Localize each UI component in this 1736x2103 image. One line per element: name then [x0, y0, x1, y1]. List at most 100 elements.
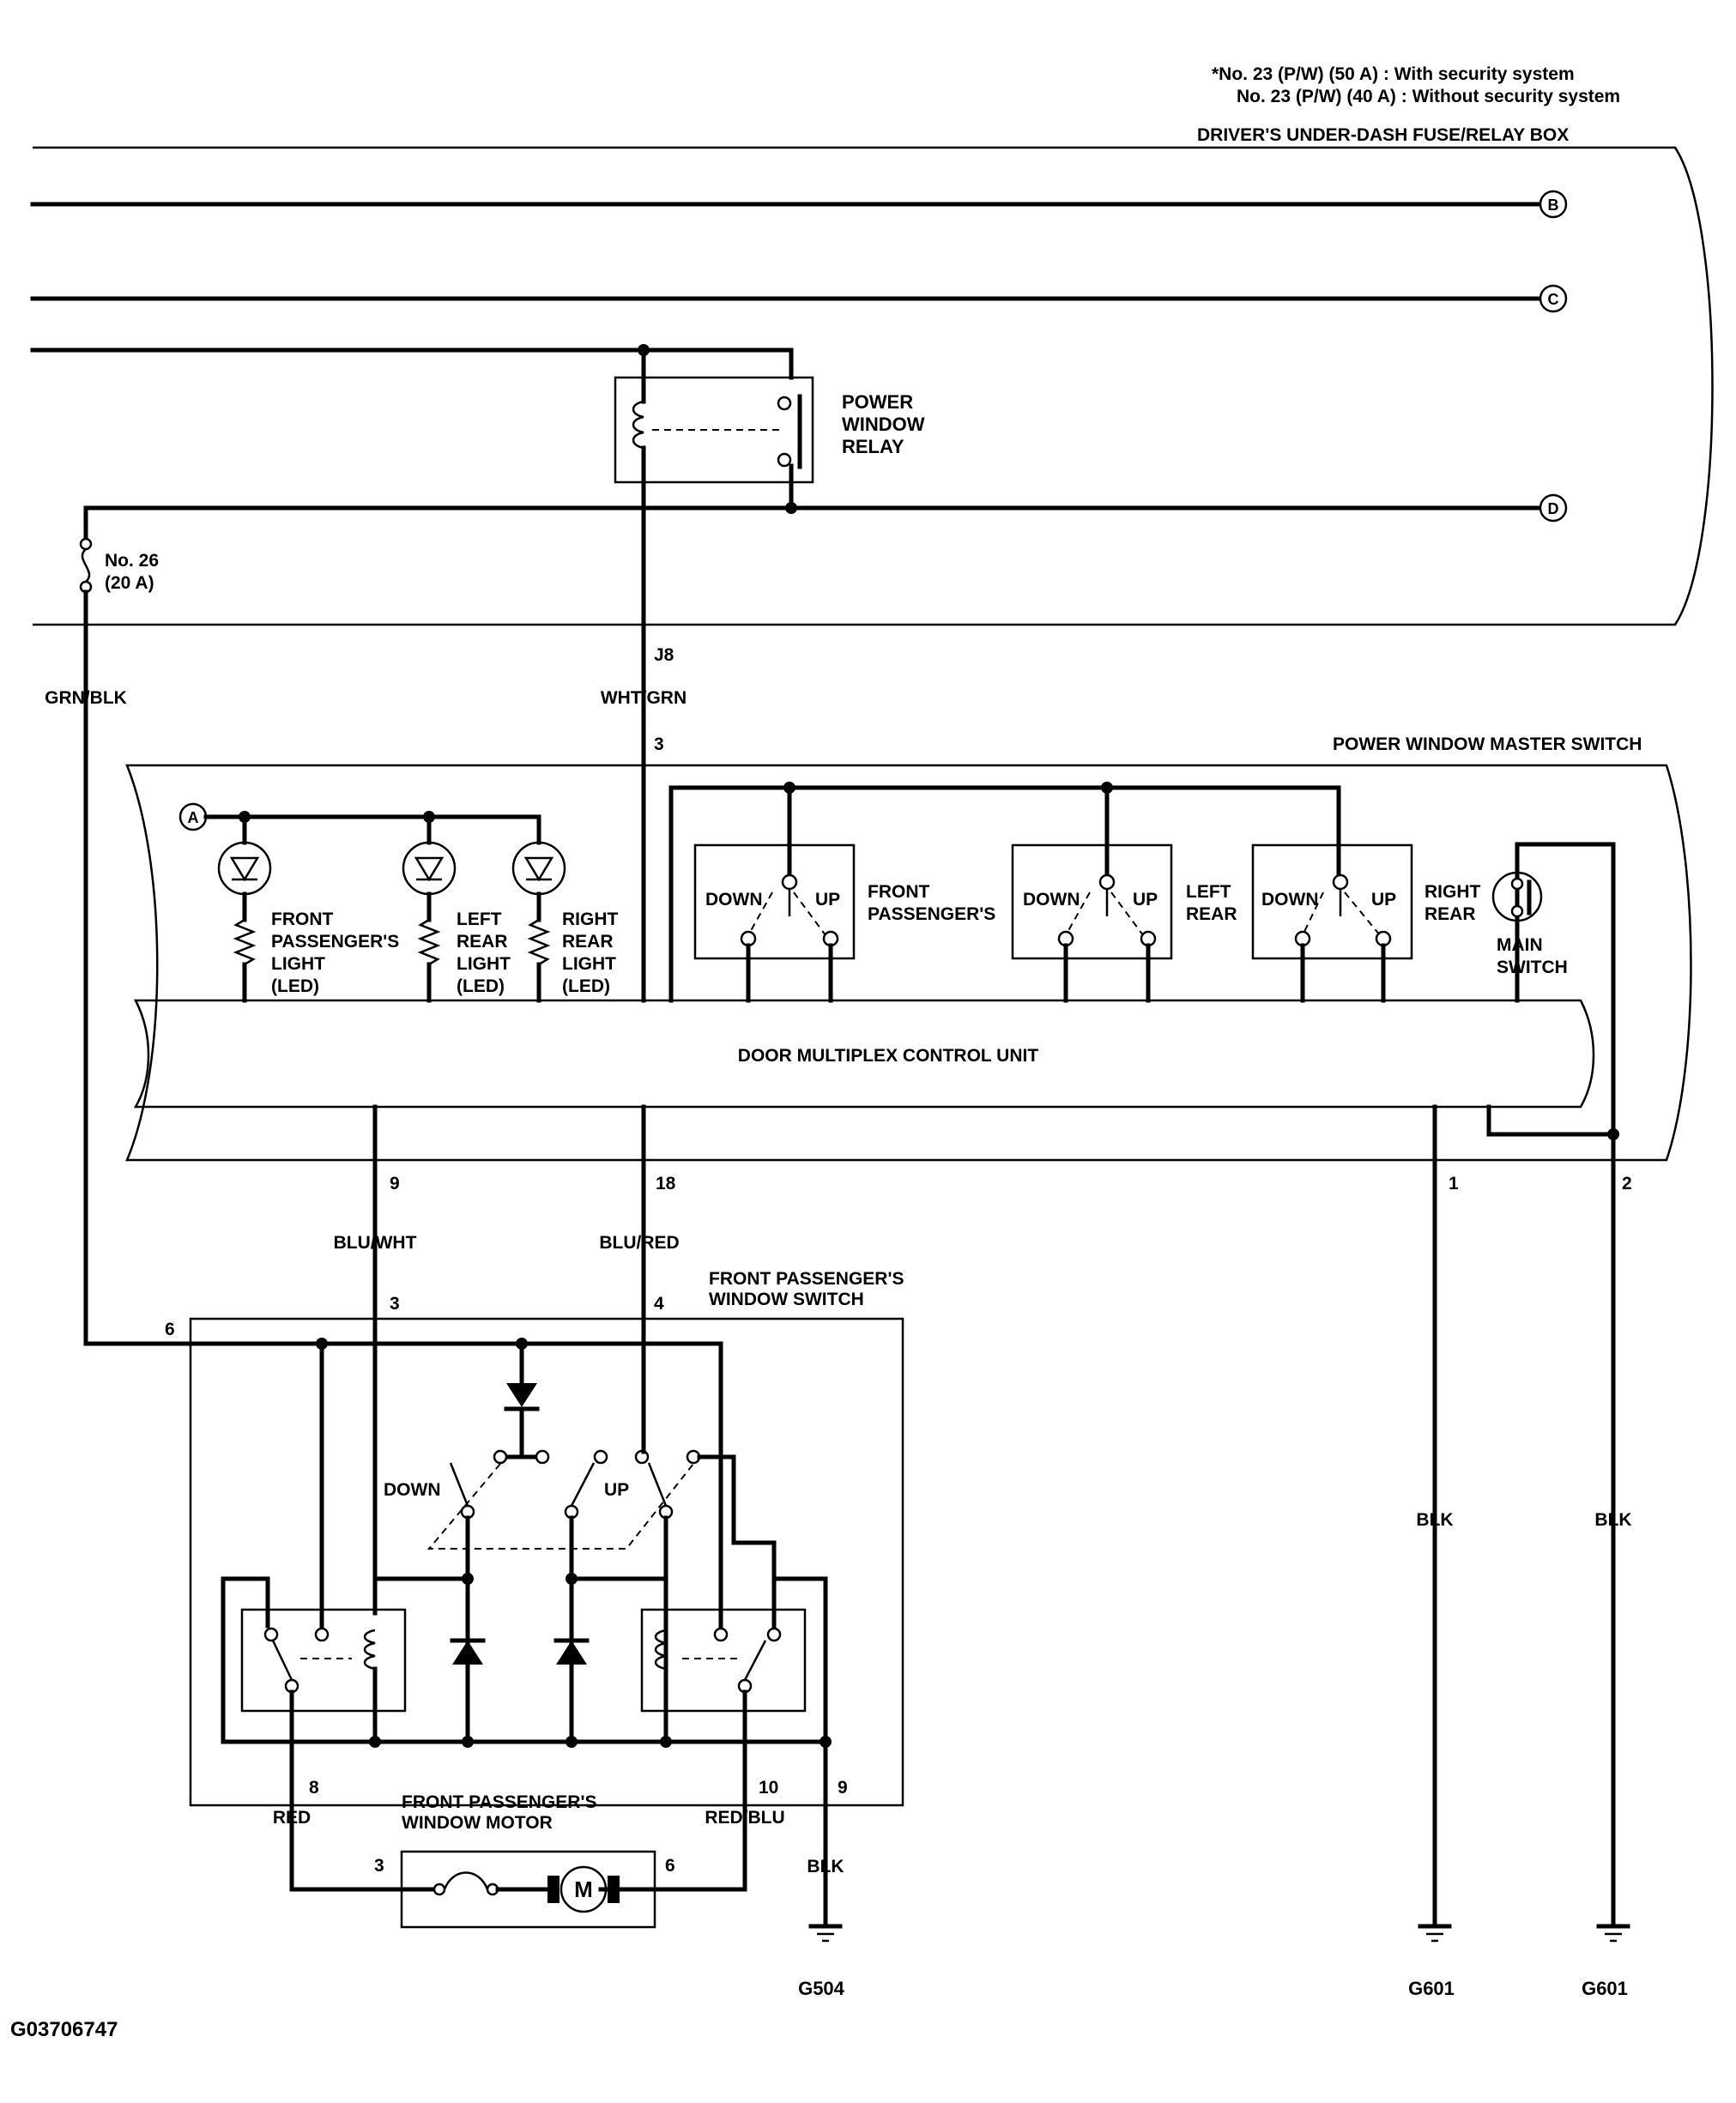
master-pin-9-label: 9: [390, 1174, 400, 1194]
connector-c: [1539, 284, 1568, 313]
motor-symbol: [432, 1865, 657, 1913]
ws-pin-3-label: 3: [390, 1294, 400, 1314]
motor-title-1: FRONT PASSENGER'S: [402, 1792, 596, 1812]
motor-pin-3-label: 3: [374, 1856, 384, 1876]
svg-text:REAR: REAR: [457, 932, 508, 952]
junction-dot: [1101, 782, 1113, 794]
junction-dot: [783, 782, 795, 794]
fuse-no-26: [79, 505, 93, 627]
master-switch-right-rear: [1251, 843, 1413, 1003]
svg-text:REAR: REAR: [562, 932, 614, 952]
svg-text:PASSENGER'S: PASSENGER'S: [868, 904, 995, 924]
svg-text:(LED): (LED): [562, 976, 610, 996]
led-right-rear-label: RIGHT REAR LIGHT (LED): [562, 909, 619, 996]
figure-id: G03706747: [10, 2018, 118, 2041]
red-blu-label: RED/BLU: [705, 1808, 784, 1828]
ground-symbol-g601-b: [1596, 1924, 1630, 1943]
main-switch: [1486, 842, 1619, 1140]
ws-pin-8-label: 8: [309, 1778, 319, 1798]
connector-a-label: A: [188, 809, 199, 826]
blk-label-1: BLK: [1416, 1510, 1453, 1530]
rr-up-label: UP: [1371, 890, 1396, 909]
pin-j8-label: J8: [654, 645, 674, 665]
connector-d: [1539, 493, 1568, 523]
wht-grn-label: WHT/GRN: [601, 688, 687, 708]
ws-pin-9-label: 9: [838, 1778, 848, 1798]
window-switch-title-2: WINDOW SWITCH: [709, 1290, 864, 1309]
power-window-relay: [614, 375, 814, 511]
connector-b: [1539, 190, 1568, 219]
sw-fp-label: FRONT PASSENGER'S: [868, 882, 995, 924]
master-pin-3-label: 3: [654, 734, 664, 754]
svg-text:(LED): (LED): [457, 976, 505, 996]
switch-supply-wire: [668, 785, 1341, 1003]
power-window-master-switch: [125, 764, 1692, 1162]
relay-label-1: POWER: [842, 391, 913, 413]
rr-down-label: DOWN: [1261, 890, 1319, 909]
control-unit-label: DOOR MULTIPLEX CONTROL UNIT: [738, 1046, 1039, 1066]
svg-text:FRONT: FRONT: [868, 882, 929, 902]
lr-down-label: DOWN: [1023, 890, 1080, 909]
ground-g601-a-label: G601: [1408, 1978, 1455, 1999]
svg-text:LEFT: LEFT: [457, 909, 502, 929]
led-right-rear: [511, 814, 566, 1003]
relay-feed-wire: [30, 347, 794, 380]
svg-text:REAR: REAR: [1424, 904, 1476, 924]
lr-up-label: UP: [1133, 890, 1158, 909]
main-switch-label: MAIN SWITCH: [1497, 935, 1568, 977]
ws-pin-6-label: 6: [165, 1320, 175, 1339]
note-line-2: No. 23 (P/W) (40 A) : Without security s…: [1237, 87, 1620, 106]
ws-up-label: UP: [604, 1480, 629, 1500]
door-multiplex-control-unit: [133, 999, 1595, 1109]
ground-g601-b-label: G601: [1582, 1978, 1628, 1999]
svg-text:MAIN: MAIN: [1497, 935, 1543, 955]
red-label: RED: [273, 1808, 311, 1828]
front-passenger-window-switch: [189, 1317, 904, 1807]
ground-symbol-g504: [808, 1924, 843, 1943]
fuse-box-title: DRIVER'S UNDER-DASH FUSE/RELAY BOX: [1197, 125, 1569, 145]
led-front-passenger: [217, 814, 272, 1003]
ws-pin-10-label: 10: [759, 1778, 778, 1798]
svg-text:LEFT: LEFT: [1186, 882, 1231, 902]
connector-b-label: B: [1548, 196, 1559, 214]
note-line-1: *No. 23 (P/W) (50 A) : With security sys…: [1212, 64, 1575, 84]
ground-symbol-g601-a: [1418, 1924, 1452, 1943]
fp-up-label: UP: [815, 890, 840, 909]
blk-label-2: BLK: [1594, 1510, 1631, 1530]
connector-d-label: D: [1548, 500, 1559, 517]
svg-text:RIGHT: RIGHT: [562, 909, 619, 929]
svg-text:FRONT: FRONT: [271, 909, 333, 929]
svg-text:PASSENGER'S: PASSENGER'S: [271, 932, 399, 952]
junction-dot: [785, 502, 797, 514]
svg-text:SWITCH: SWITCH: [1497, 958, 1568, 977]
led-left-rear-label: LEFT REAR LIGHT (LED): [457, 909, 511, 996]
sw-rr-label: RIGHT REAR: [1424, 882, 1481, 924]
window-switch-title-1: FRONT PASSENGER'S: [709, 1269, 904, 1289]
junction-dot: [638, 344, 650, 356]
ws-pin-4-label: 4: [654, 1294, 664, 1314]
fuse-relay-box: [33, 146, 1714, 626]
red-wire: [289, 1782, 436, 1892]
connector-c-label: C: [1548, 291, 1559, 308]
svg-text:RIGHT: RIGHT: [1424, 882, 1481, 902]
master-switch-title: POWER WINDOW MASTER SWITCH: [1333, 734, 1642, 754]
master-switch-front-passenger: [693, 843, 856, 1003]
ground-g504-label: G504: [798, 1978, 845, 1999]
grn-blk-wire: [83, 622, 193, 1346]
motor-pin-6-label: 6: [665, 1856, 675, 1876]
master-pin-18-label: 18: [656, 1174, 676, 1194]
svg-text:(LED): (LED): [271, 976, 319, 996]
motor-symbol-label: M: [574, 1876, 593, 1902]
master-switch-left-rear: [1011, 843, 1173, 1003]
svg-text:LIGHT: LIGHT: [457, 954, 511, 974]
fuse-label-2: (20 A): [105, 573, 154, 593]
motor-title-2: WINDOW MOTOR: [402, 1813, 553, 1833]
blk-label-3: BLK: [807, 1857, 844, 1876]
sw-lr-label: LEFT REAR: [1186, 882, 1237, 924]
fp-down-label: DOWN: [705, 890, 763, 909]
svg-text:LIGHT: LIGHT: [562, 954, 616, 974]
svg-text:LIGHT: LIGHT: [271, 954, 325, 974]
relay-label-3: RELAY: [842, 436, 904, 457]
